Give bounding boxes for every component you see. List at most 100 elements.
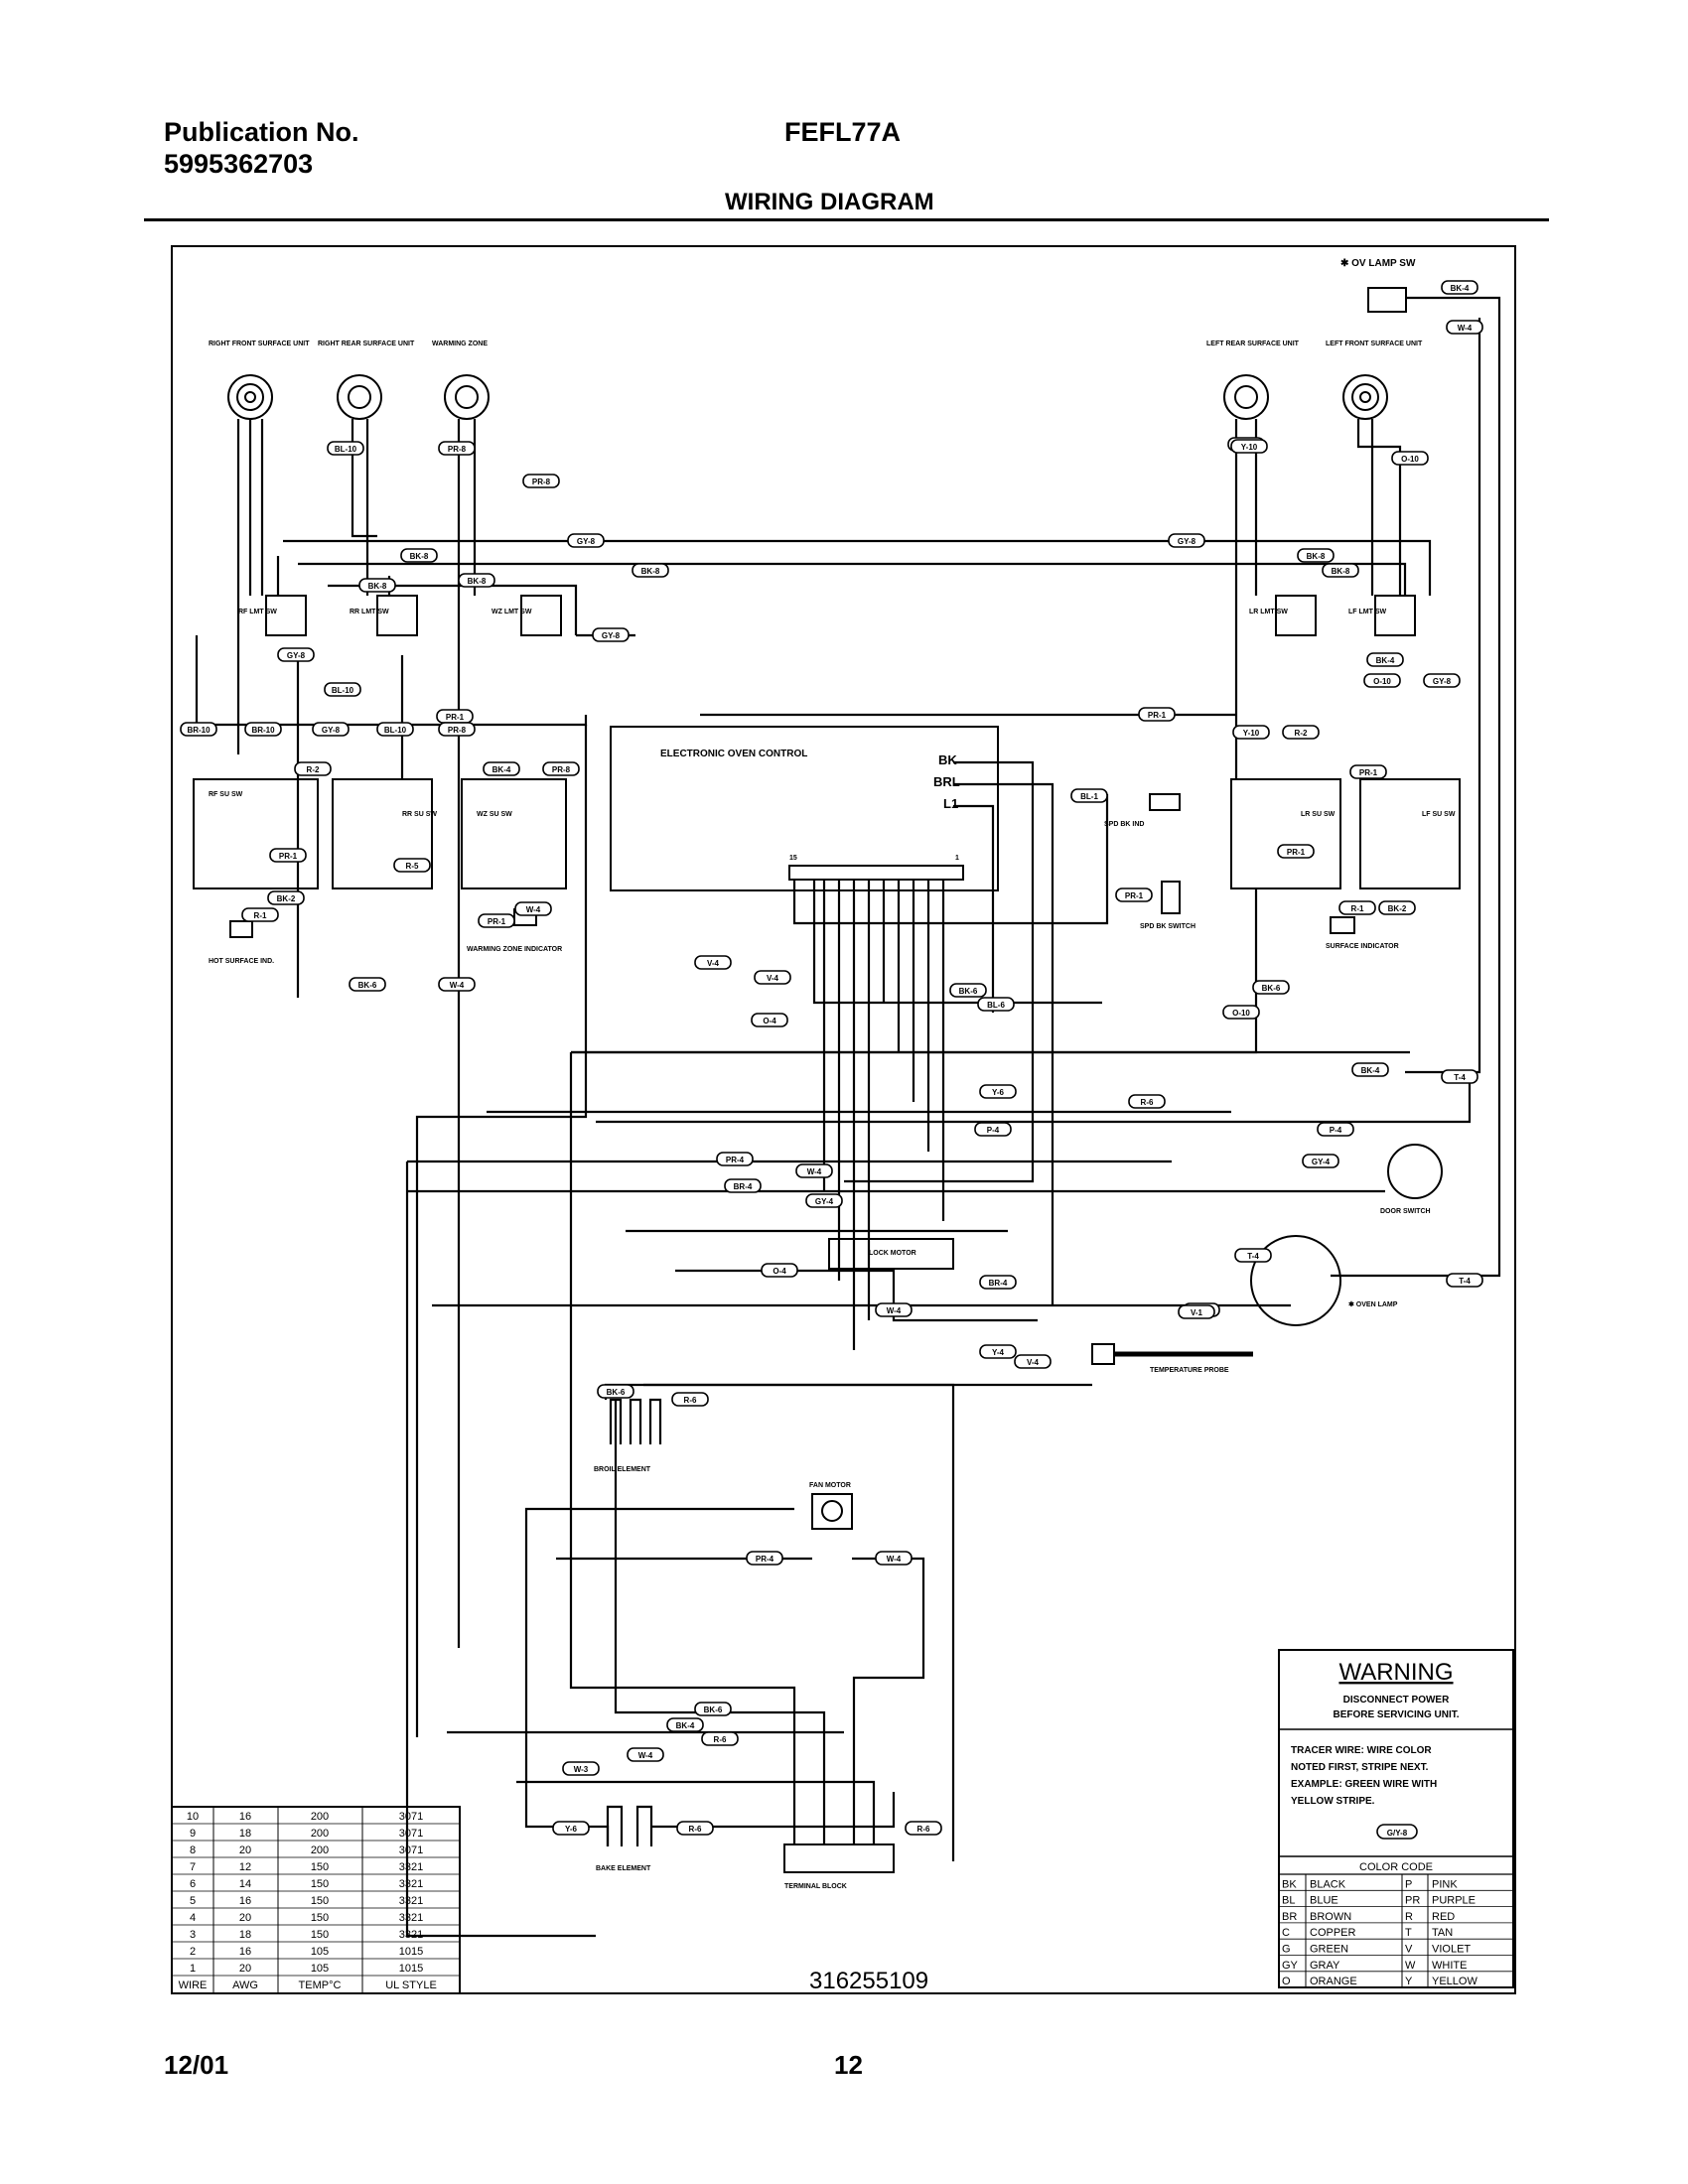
svg-text:BR-4: BR-4 xyxy=(734,1182,753,1191)
wire-tag: T-4 xyxy=(1441,1069,1478,1084)
wire-tag: BL-6 xyxy=(977,997,1015,1012)
wire-tag: BK-6 xyxy=(694,1702,732,1716)
limit-switch-label: RR LMT SW xyxy=(350,609,389,615)
broil-element xyxy=(609,1398,662,1444)
svg-text:BR-4: BR-4 xyxy=(989,1279,1008,1288)
color-code-cell: G xyxy=(1282,1944,1291,1956)
spd-bk-switch xyxy=(1161,881,1181,914)
svg-text:V-4: V-4 xyxy=(1027,1358,1040,1367)
wire-tag: BK-4 xyxy=(1441,280,1478,295)
tracer-line: NOTED FIRST, STRIPE NEXT. xyxy=(1291,1762,1429,1773)
svg-text:W-4: W-4 xyxy=(450,981,465,990)
infinite-switch-lr xyxy=(1230,778,1341,889)
svg-text:PR-8: PR-8 xyxy=(448,726,467,735)
publication-number: 5995362703 xyxy=(164,149,314,179)
wire-table-cell: 20 xyxy=(239,1963,251,1975)
svg-text:BK-6: BK-6 xyxy=(704,1706,723,1714)
svg-text:BK-8: BK-8 xyxy=(410,552,429,561)
wire-table-cell: UL STYLE xyxy=(385,1979,437,1991)
svg-text:W-4: W-4 xyxy=(807,1167,822,1176)
wire-table-cell: 12 xyxy=(239,1861,251,1873)
color-code-cell: GRAY xyxy=(1310,1960,1340,1972)
ov-lamp-sw-label: ✱ OV LAMP SW xyxy=(1340,258,1416,269)
wire-table-cell: 6 xyxy=(190,1878,196,1890)
wire-tag: BR-10 xyxy=(244,722,282,737)
wire-table-cell: 200 xyxy=(311,1811,329,1823)
wire-table-cell: 3071 xyxy=(399,1828,423,1840)
wire-table-cell: 150 xyxy=(311,1878,329,1890)
limit-switch-label: LR LMT SW xyxy=(1249,609,1288,615)
svg-text:G/Y-8: G/Y-8 xyxy=(1387,1829,1408,1838)
wire-table-cell: 1015 xyxy=(399,1946,423,1958)
wire-tag: PR-4 xyxy=(746,1551,783,1566)
wire-tag: BL-1 xyxy=(1070,788,1108,803)
wire-table-cell: 7 xyxy=(190,1861,196,1873)
surface-indicator xyxy=(1330,916,1355,934)
limit-switch-rf xyxy=(265,595,307,636)
wire-table-cell: 3071 xyxy=(399,1811,423,1823)
color-code-cell: GY xyxy=(1282,1960,1299,1972)
surface-indicator-label: SURFACE INDICATOR xyxy=(1326,943,1399,950)
limit-switch-lf xyxy=(1374,595,1416,636)
svg-text:PR-1: PR-1 xyxy=(1359,768,1378,777)
svg-text:GY-8: GY-8 xyxy=(602,631,621,640)
color-code-cell: C xyxy=(1282,1927,1290,1939)
svg-text:BK-6: BK-6 xyxy=(1262,984,1281,993)
wire-tag: GY-8 xyxy=(1423,673,1461,688)
wire-table-cell: 16 xyxy=(239,1895,251,1907)
wire-tag: BR-4 xyxy=(724,1178,762,1193)
temperature-probe-connector xyxy=(1091,1343,1115,1365)
color-code-cell: BROWN xyxy=(1310,1911,1351,1923)
wire-tag: BK-4 xyxy=(666,1717,704,1732)
wire-table-cell: 16 xyxy=(239,1811,251,1823)
wire-table-cell: 4 xyxy=(190,1912,196,1924)
wire-tag: W-4 xyxy=(514,901,552,916)
color-code-cell: T xyxy=(1405,1927,1412,1939)
wire-table-cell: 3321 xyxy=(399,1878,423,1890)
wire-table-cell: 150 xyxy=(311,1929,329,1941)
svg-text:Y-10: Y-10 xyxy=(1241,443,1258,452)
wire-tag: PR-1 xyxy=(436,709,474,724)
wire-tag: V-4 xyxy=(694,955,732,970)
wire-tag: BK-2 xyxy=(267,890,305,905)
wire-tag: BK-8 xyxy=(1322,563,1359,578)
wire-table-cell: 10 xyxy=(187,1811,199,1823)
svg-text:PR-8: PR-8 xyxy=(448,445,467,454)
svg-text:R-5: R-5 xyxy=(406,862,419,871)
svg-text:BK-8: BK-8 xyxy=(641,567,660,576)
color-code-cell: BR xyxy=(1282,1911,1297,1923)
wire-tag: PR-1 xyxy=(1349,764,1387,779)
door-switch-label: DOOR SWITCH xyxy=(1380,1208,1431,1215)
wire-tag: R-6 xyxy=(676,1821,714,1836)
svg-text:BK-8: BK-8 xyxy=(468,577,487,586)
footer-date: 12/01 xyxy=(164,2050,229,2080)
control-terminal-brl: BRL xyxy=(933,774,960,789)
wire-tag: R-2 xyxy=(294,761,332,776)
limit-switch-lr xyxy=(1275,595,1317,636)
limit-switch-label: RF LMT SW xyxy=(238,609,277,615)
lock-motor-label: LOCK MOTOR xyxy=(869,1250,916,1257)
wire-tag: PR-1 xyxy=(269,848,307,863)
wire-tag: PR-8 xyxy=(438,722,476,737)
tracer-line: EXAMPLE: GREEN WIRE WITH xyxy=(1291,1779,1437,1790)
wire-tag: BK-8 xyxy=(458,573,495,588)
svg-text:O-10: O-10 xyxy=(1401,455,1419,464)
diagram-title: WIRING DIAGRAM xyxy=(725,189,934,215)
color-code-cell: GREEN xyxy=(1310,1944,1348,1956)
broil-element-label: BROIL ELEMENT xyxy=(594,1466,651,1473)
svg-text:PR-4: PR-4 xyxy=(756,1555,774,1564)
svg-text:BK-8: BK-8 xyxy=(1332,567,1350,576)
surface-units: RIGHT FRONT SURFACE UNIT RIGHT REAR SURF… xyxy=(209,341,1423,420)
svg-text:GY-8: GY-8 xyxy=(577,537,596,546)
wire-table-cell: 3 xyxy=(190,1929,196,1941)
